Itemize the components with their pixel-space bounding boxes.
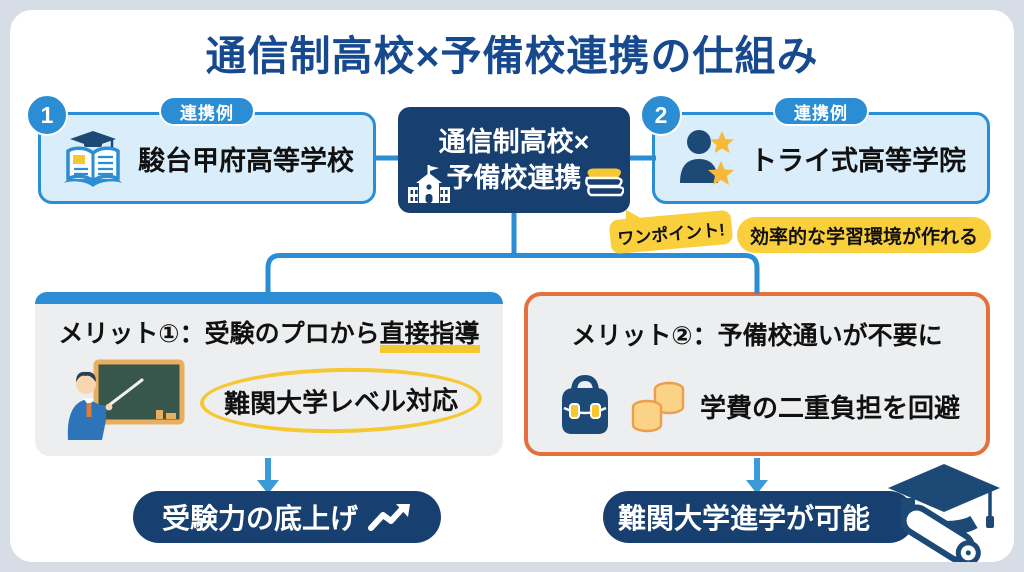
teacher-blackboard-icon <box>56 358 186 442</box>
center-line1: 通信制高校× <box>438 126 590 157</box>
trend-up-icon <box>368 502 412 532</box>
center-line2: 予備校連携 <box>446 163 582 193</box>
center-concept-box: 通信制高校× 予備校連携 <box>398 107 630 213</box>
person-stars-icon <box>676 127 738 189</box>
merit1-box: メリット①：受験のプロから直接指導 難関大学レベル対応 <box>35 292 503 456</box>
merit2-box: メリット②：予備校通いが不要に <box>524 292 990 456</box>
example1-number-badge: 1 <box>26 94 68 136</box>
example2-name: トライ式高等学院 <box>750 145 966 176</box>
down-arrow-right <box>746 458 768 494</box>
outcome1-label: 受験力の底上げ <box>161 503 358 534</box>
example1-name: 駿台甲府高等学校 <box>138 145 354 176</box>
outcome1-pill: 受験力の底上げ <box>133 491 441 543</box>
merit1-title-highlight: 直接指導 <box>379 320 480 353</box>
merit1-title: メリット①：受験のプロから直接指導 <box>35 314 503 353</box>
merit1-topbar <box>35 292 503 304</box>
example2-box: トライ式高等学院 <box>652 112 990 204</box>
coins-icon <box>630 375 686 437</box>
page-title: 通信制高校×予備校連携の仕組み <box>205 33 819 79</box>
graduation-scroll-icon <box>878 458 1010 562</box>
merit2-point: 学費の二重負担を回避 <box>699 392 960 423</box>
school-building-icon <box>406 163 452 205</box>
book-stack-icon <box>582 163 624 203</box>
example2-number-badge: 2 <box>640 94 682 136</box>
example2-badge: 連携例 <box>773 96 869 126</box>
onepoint-note: 効率的な学習環境が作れる <box>737 217 991 253</box>
example1-box: 駿台甲府高等学校 <box>38 112 376 204</box>
down-arrow-left <box>257 458 279 494</box>
example1-badge: 連携例 <box>159 96 255 126</box>
school-bag-icon <box>554 374 616 438</box>
merit2-title: メリット②：予備校通いが不要に <box>571 322 943 350</box>
outcome2-pill: 難関大学進学が可能 <box>603 491 915 543</box>
open-book-gradcap-icon <box>60 127 126 189</box>
outcome2-label: 難関大学進学が可能 <box>617 503 870 534</box>
merit1-title-prefix: メリット①：受験のプロから <box>58 320 380 348</box>
